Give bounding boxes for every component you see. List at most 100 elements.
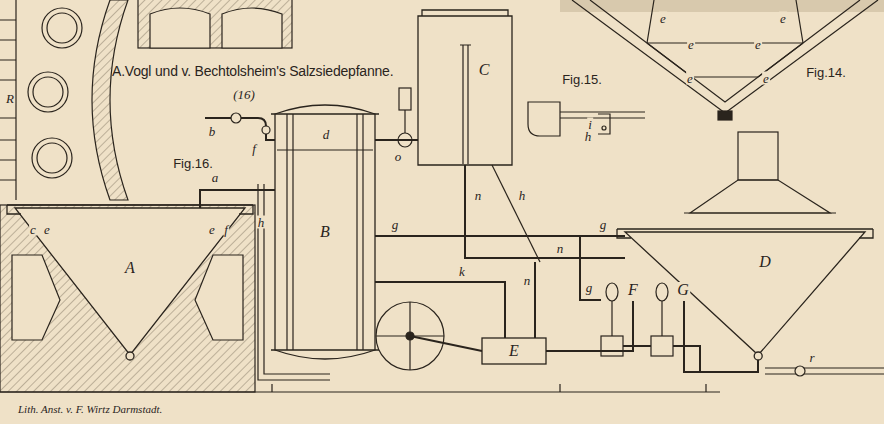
part-letter: R (5, 92, 15, 105)
figure-number: Fig.14. (805, 66, 847, 79)
pump-machinery-part (623, 346, 700, 372)
cylinder-outline (482, 338, 546, 364)
fig15-detail-part (598, 114, 610, 134)
ground-line-part (272, 384, 706, 392)
part-letter: h (518, 189, 527, 202)
fig14-funnel-part (647, 0, 803, 77)
part-letter: g (585, 281, 594, 294)
pipes-part (262, 126, 270, 134)
ground-line (0, 384, 720, 392)
funnel-outlet (754, 352, 762, 360)
partial-figure-part (150, 8, 210, 48)
furnace-section-part (15, 0, 16, 200)
part-letter: e (779, 12, 787, 25)
part-letter: f (223, 223, 229, 236)
column-internals-part (277, 149, 373, 150)
pump-cylinder: E (482, 338, 546, 364)
masonry-housing-part (0, 205, 255, 392)
pump-machinery-part (601, 336, 623, 356)
part-letter: B (319, 224, 331, 240)
part-letter: e (687, 38, 695, 51)
part-letter: g (391, 218, 400, 231)
funnel-rim (7, 205, 253, 214)
pipes-part (534, 262, 536, 338)
column-internals (277, 114, 373, 350)
fig14-funnel (560, 0, 884, 120)
pipes-part (580, 236, 601, 300)
pipe-connector (375, 235, 625, 237)
node-outline (625, 232, 865, 360)
furnace-section (0, 0, 128, 200)
pump-machinery-part (410, 336, 482, 351)
part-letter: E (508, 343, 520, 359)
figure-number: Fig.16. (172, 157, 214, 170)
part-letter: G (676, 282, 690, 298)
funnel-outlet (126, 352, 134, 360)
fig14-funnel-part (560, 0, 884, 12)
fig15-detail-part (560, 112, 645, 118)
masonry-housing (0, 205, 255, 392)
part-letter: C (478, 62, 491, 78)
part-letter: D (758, 254, 772, 270)
masonry-housing-part (195, 255, 243, 340)
part-letter: r (808, 351, 815, 364)
pipe-connector (546, 301, 633, 351)
pipes-part (492, 165, 540, 262)
furnace-section-part (0, 20, 16, 180)
pipes-part (375, 282, 505, 338)
masonry-housing-part (12, 255, 60, 340)
furnace-section-part (47, 13, 77, 43)
pump-machinery-part (606, 283, 618, 301)
part-letter: f (251, 142, 257, 155)
furnace-section-part (42, 8, 82, 48)
fig16-hood-part (684, 212, 836, 213)
pipes-part (460, 45, 471, 164)
part-letter: A (124, 260, 136, 276)
pipes-part (231, 113, 241, 123)
pump-machinery-part (661, 301, 662, 336)
part-letter: e (43, 223, 51, 236)
part-letter: e (208, 223, 216, 236)
funnel-outline (625, 232, 865, 355)
furnace-section-part (28, 72, 68, 112)
pump-machinery-part (611, 301, 612, 336)
fig15-detail-part (528, 102, 560, 136)
pipes-part (399, 88, 411, 110)
tank-vessel: C (418, 8, 512, 165)
part-letter: a (211, 171, 220, 184)
pipe-connector (375, 139, 418, 141)
figure-title: A.Vogl und v. Bechtolsheim's Salzsiedepf… (112, 64, 393, 78)
part-letter: n (556, 242, 565, 255)
tank-outline (418, 10, 512, 165)
pump-letter: G (674, 279, 696, 301)
fig16-hood-part (738, 132, 778, 180)
lithographer-credit: Lith. Anst. v. F. Wirtz Darmstadt. (18, 404, 162, 415)
part-letter: k (458, 265, 466, 278)
pipes-part (795, 366, 805, 376)
pan-vessel: D (625, 232, 865, 360)
furnace-section-part (37, 143, 67, 173)
partial-figure-part (222, 8, 282, 48)
pump-machinery (376, 283, 700, 372)
part-letter: g (599, 218, 608, 231)
column-outline (275, 105, 375, 359)
column-flange (271, 114, 379, 350)
pump-machinery-part (651, 336, 673, 356)
part-letter: e (754, 38, 762, 51)
ground-line-part (0, 391, 720, 392)
part-letter: c (29, 223, 37, 236)
fig14-funnel-part (718, 111, 732, 120)
part-letter: b (208, 125, 217, 138)
fig16-hood (684, 132, 836, 213)
part-letter: d (322, 128, 331, 141)
pipe-connector (465, 165, 625, 258)
pump-machinery-part (656, 283, 668, 301)
fig15-detail-part (602, 126, 606, 130)
funnel-rim (617, 229, 873, 238)
part-letter: h (257, 216, 266, 229)
fig14-funnel-part (572, 0, 878, 113)
part-letter: h (584, 130, 593, 143)
part-letter: n (474, 189, 483, 202)
pump-letter: F (624, 279, 644, 301)
